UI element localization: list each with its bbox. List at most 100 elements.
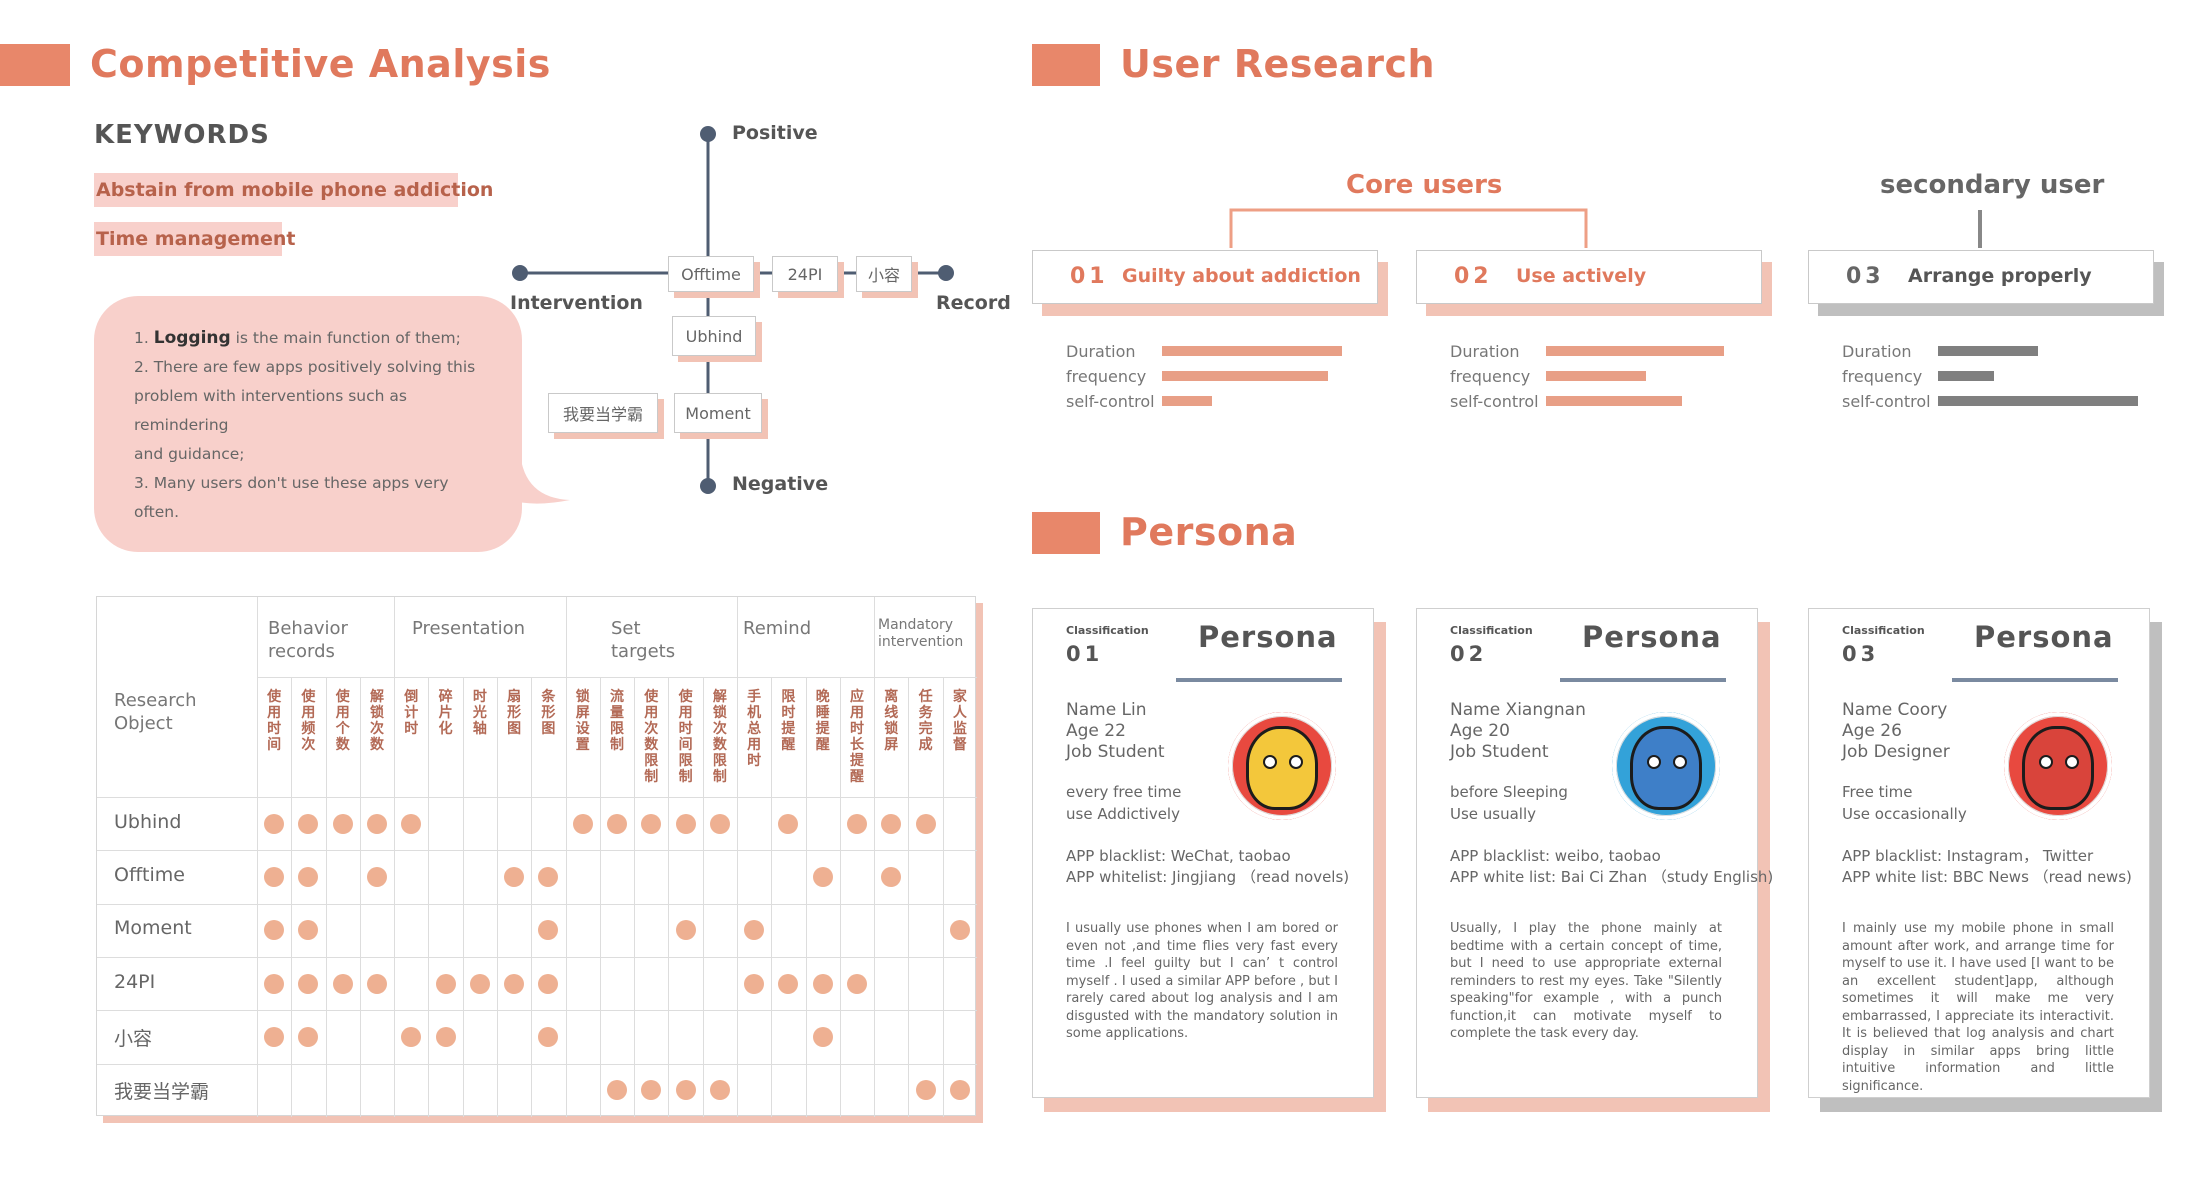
table-grid-line — [908, 677, 910, 1117]
column-header: 应用时长提醒 — [850, 689, 864, 785]
classification-label: Classification — [1066, 624, 1149, 637]
table-grid-line — [668, 677, 670, 1117]
table-grid-line — [462, 677, 464, 1117]
feature-dot — [469, 973, 490, 994]
persona-title: Persona — [1582, 620, 1722, 654]
feature-dot — [298, 973, 319, 994]
feature-dot — [435, 1027, 456, 1047]
feature-dot — [538, 867, 559, 887]
feature-dot — [915, 813, 936, 834]
table-grid-line — [737, 597, 738, 1117]
competitive-analysis-bar — [0, 44, 70, 86]
row-label: 我要当学霸 — [114, 1081, 210, 1104]
classification-label: Classification — [1842, 624, 1925, 637]
user-card-label: Guilty about addiction — [1122, 265, 1361, 287]
feature-dot — [264, 867, 285, 887]
user-tree-connectors — [1229, 208, 1982, 248]
feature-dot — [812, 867, 833, 887]
user-card-label: Use actively — [1516, 265, 1647, 287]
table-corner-label: Research Object — [114, 690, 197, 734]
persona-title-rule — [1560, 678, 1726, 682]
avatar-ring — [2004, 712, 2112, 820]
feature-dot — [264, 1027, 285, 1047]
feature-dot — [332, 813, 353, 834]
row-label: Moment — [114, 917, 192, 940]
table-grid-line — [291, 677, 293, 1117]
feature-dot — [847, 973, 867, 994]
feature-dot — [264, 973, 285, 994]
metric-label: frequency — [1450, 367, 1531, 386]
feature-dot — [367, 867, 387, 887]
feature-dot — [607, 1080, 627, 1101]
user-research-title: User Research — [1120, 42, 1436, 86]
feature-dot — [298, 1027, 319, 1047]
feature-dot — [298, 867, 319, 887]
keyword-tag-2: Time management — [94, 222, 296, 256]
metric-label: self-control — [1842, 392, 1931, 411]
feature-dot — [778, 973, 799, 994]
metric-bar — [1546, 346, 1724, 356]
column-header: 倒计时 — [404, 689, 419, 737]
avatar-ring — [1612, 712, 1720, 820]
feature-dot — [709, 813, 730, 834]
metric-bar — [1938, 371, 1994, 381]
column-header: 手机总用时 — [747, 689, 762, 769]
feature-dot — [675, 920, 696, 941]
persona-whitelist: APP white list: BBC News （read news) — [1842, 868, 2132, 886]
persona-usage-1: Free time — [1842, 783, 1913, 801]
feature-dot — [744, 973, 765, 994]
metric-label: Duration — [1066, 342, 1136, 361]
persona-section-title: Persona — [1120, 510, 1298, 554]
persona-whitelist: APP white list: Bai Ci Zhan （study Engli… — [1450, 868, 1774, 886]
column-header: 使用时间 — [267, 689, 282, 753]
user-card-number: 03 — [1846, 264, 1885, 289]
metric-label: frequency — [1842, 367, 1923, 386]
persona-title-rule — [1176, 678, 1342, 682]
persona-card-2 — [1416, 608, 1758, 1098]
table-grid-line — [257, 677, 977, 678]
persona-job: Job Student — [1450, 742, 1549, 762]
column-header: 任务完成 — [918, 689, 933, 753]
row-label: Ubhind — [114, 810, 182, 833]
persona-bar — [1032, 512, 1100, 554]
persona-whitelist: APP whitelist: Jingjiang （read novels) — [1066, 868, 1350, 886]
table-grid-line — [839, 677, 841, 1117]
keyword-tag-1: Abstain from mobile phone addiction — [94, 173, 493, 207]
core-users-label: Core users — [1346, 170, 1503, 200]
persona-blacklist: APP blacklist: weibo, taobao — [1450, 847, 1661, 865]
column-header: 晚睡提醒 — [815, 689, 830, 753]
feature-dot — [367, 973, 387, 994]
persona-name: Name Coory — [1842, 700, 1948, 720]
metric-label: Duration — [1450, 342, 1520, 361]
feature-dot — [641, 813, 662, 834]
persona-name: Name Xiangnan — [1450, 700, 1586, 720]
table-grid-line — [394, 597, 396, 1117]
persona-name: Name Lin — [1066, 700, 1147, 720]
group-set-targets: Set targets — [611, 618, 676, 662]
keywords-heading: KEYWORDS — [94, 120, 270, 150]
column-header: 碎片化 — [438, 689, 453, 737]
table-grid-line — [805, 677, 807, 1117]
table-grid-line — [565, 597, 567, 1117]
feature-dot — [401, 813, 422, 834]
group-mandatory-intervention: Mandatory intervention — [878, 617, 964, 650]
feature-dot — [744, 920, 765, 941]
persona-usage-2: Use occasionally — [1842, 805, 1967, 823]
metric-bar — [1938, 396, 2138, 406]
persona-blacklist: APP blacklist: WeChat, taobao — [1066, 847, 1291, 865]
feature-dot — [915, 1080, 936, 1101]
persona-usage-2: use Addictively — [1066, 805, 1180, 823]
column-header: 限时提醒 — [781, 689, 796, 753]
row-label: 小容 — [114, 1028, 153, 1050]
metric-label: Duration — [1842, 342, 1912, 361]
axis-negative-label: Negative — [732, 473, 829, 495]
persona-card-1 — [1032, 608, 1374, 1098]
feature-comparison-table: Research Object Behavior records Present… — [96, 596, 977, 1117]
feature-dot — [812, 973, 833, 994]
persona-number: 03 — [1842, 642, 1880, 666]
table-grid-line — [97, 1063, 977, 1065]
avatar-ring — [1228, 712, 1336, 820]
table-grid-line — [97, 1010, 977, 1012]
table-grid-line — [428, 677, 430, 1117]
feature-dot — [538, 920, 559, 941]
